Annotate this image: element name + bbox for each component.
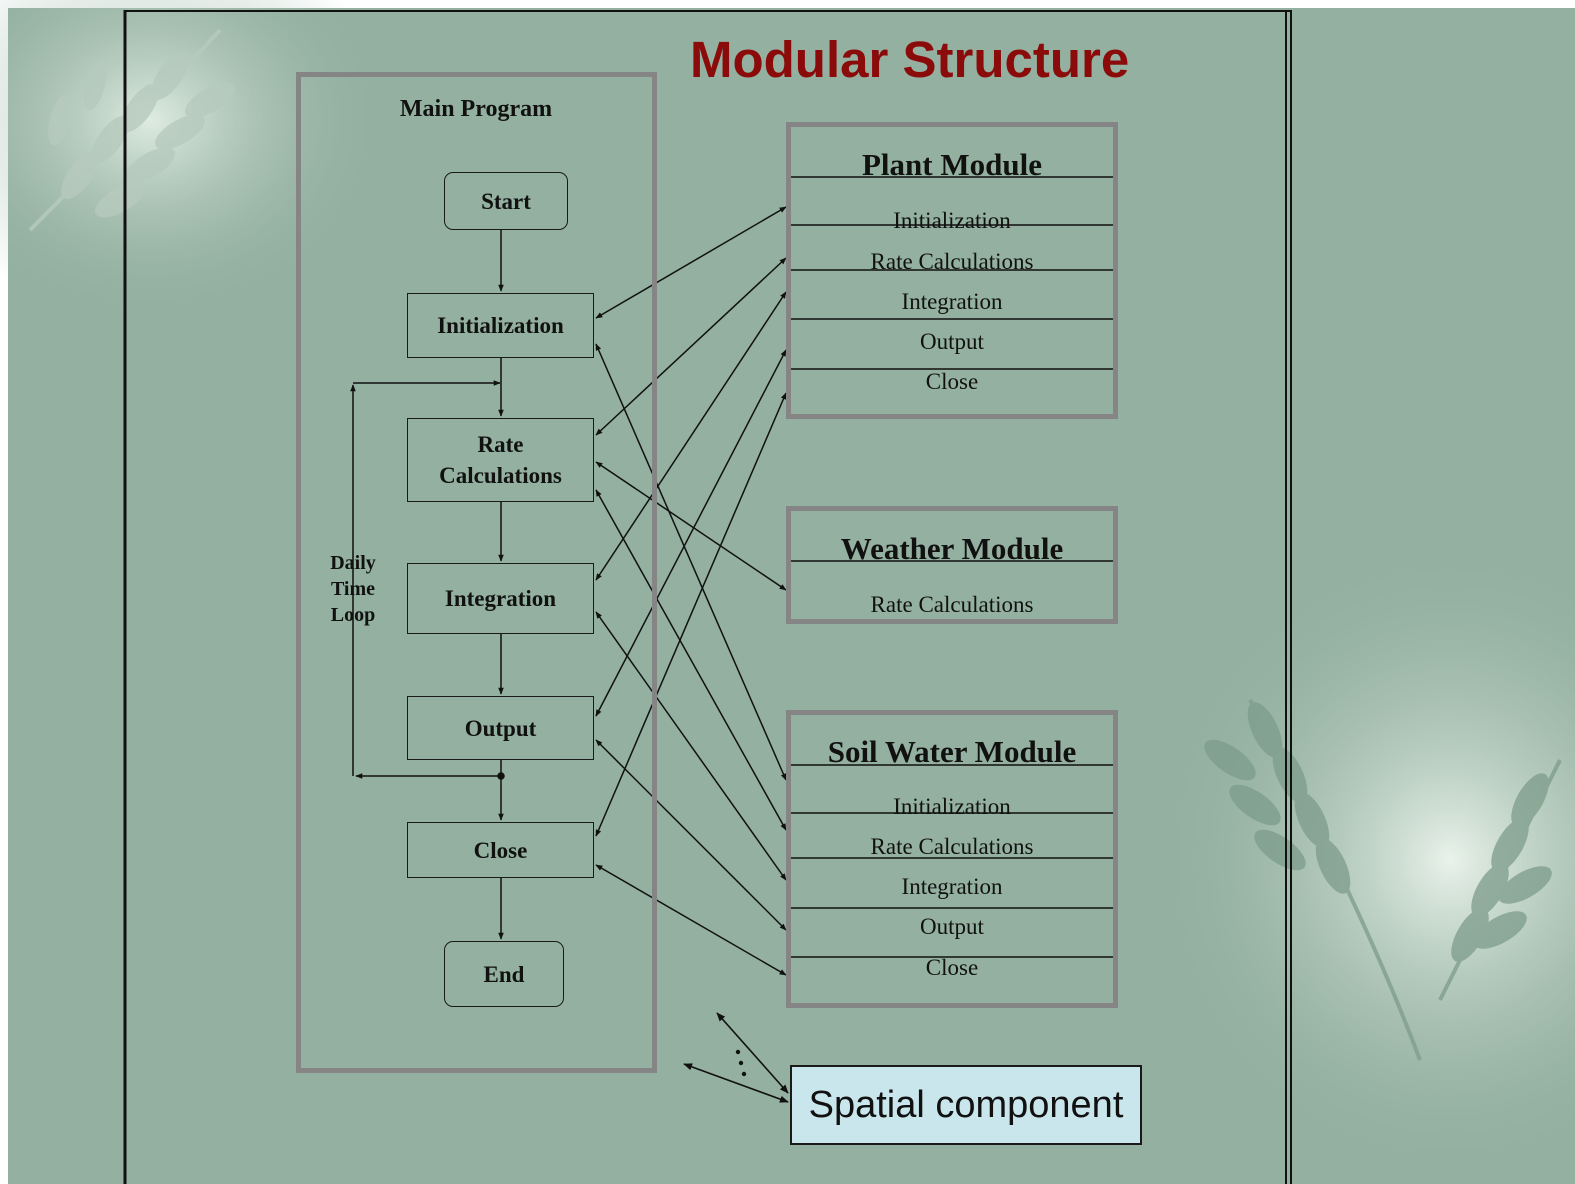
plant-module-row-lines [788,176,1114,370]
end-box: End [444,941,564,1007]
soil-water-module-row: Output [920,914,984,939]
close-box: Close [407,822,594,878]
soil-water-module-title: Soil Water Module [827,734,1077,769]
background-glow-bottom-right [1150,540,1575,1180]
weather-module-title: Weather Module [840,531,1064,566]
plant-module-row: Close [925,369,979,394]
soil-water-module-row: Rate Calculations [870,834,1034,859]
soil-water-module-row-lines [788,764,1114,958]
weather-module-row: Rate Calculations [870,592,1034,617]
spatial-component-arrows [683,1012,789,1103]
soil-water-module-row: Integration [901,874,1003,899]
plant-module-row: Initialization [893,208,1011,233]
main-program-label: Main Program [399,96,553,122]
plant-module-row: Rate Calculations [870,249,1034,274]
main-program-frame [296,72,657,1073]
plant-module-frame [786,122,1118,419]
module-connection-arrows [595,206,787,976]
soil-water-module-row: Initialization [893,794,1011,819]
soil-water-module-frame [786,710,1118,1008]
daily-time-loop-label: Daily Time Loop [330,552,376,626]
output-box: Output [407,696,594,760]
wheat-decoration-bottom-right [1204,699,1562,1061]
rate-calculations-box: Rate Calculations [407,418,594,502]
spatial-component-box: Spatial component [790,1065,1142,1145]
initialization-box: Initialization [407,293,594,358]
daily-time-loop-arrows [350,380,505,780]
plant-module-title: Plant Module [862,147,1042,182]
page-title: Modular Structure [690,31,1130,88]
weather-module-frame [786,506,1118,624]
start-box: Start [444,172,568,230]
integration-box: Integration [407,563,594,634]
soil-water-module-row: Close [925,955,979,980]
wheat-decoration-top-left [28,28,235,232]
plant-module-row: Integration [901,289,1003,314]
plant-module-row: Output [920,329,984,354]
